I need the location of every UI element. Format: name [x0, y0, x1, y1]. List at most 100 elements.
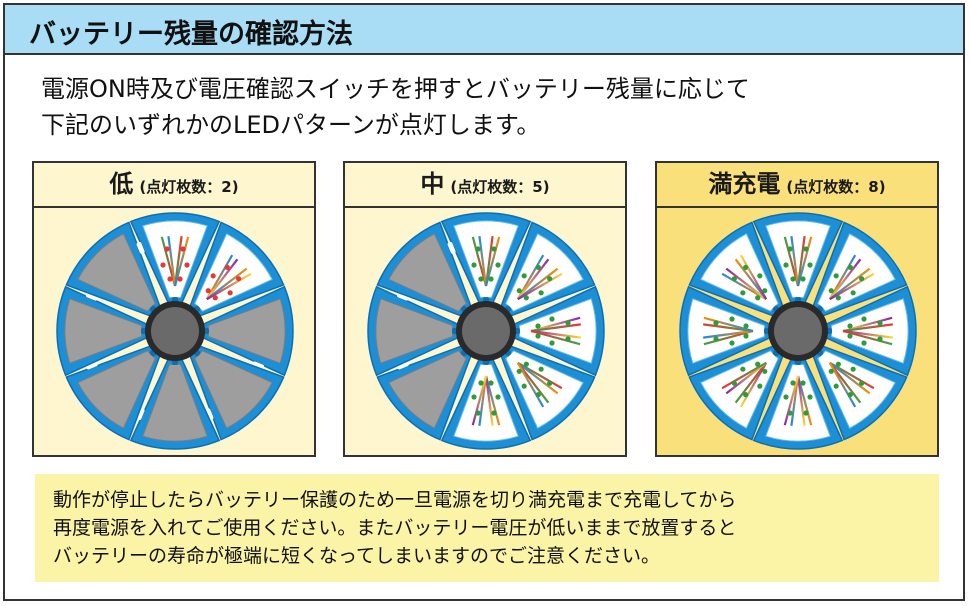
led-wheel-diagram [367, 212, 605, 450]
led-dot [521, 383, 527, 389]
led-light-ray [484, 375, 501, 426]
led-dot [535, 333, 541, 339]
led-dot [478, 276, 484, 282]
led-dot [828, 368, 834, 374]
led-dot [800, 380, 806, 386]
led-dot [800, 276, 806, 282]
panel-full: 満充電 (点灯枚数：8) [655, 161, 939, 457]
led-dot [807, 262, 813, 268]
led-dot [850, 366, 856, 372]
led-dot [164, 246, 170, 252]
led-dot [184, 262, 190, 268]
led-dot [790, 380, 796, 386]
led-dot [236, 276, 242, 282]
panel-medium: 中(点灯枚数：5) [343, 161, 627, 457]
led-dot [835, 361, 841, 367]
led-dot [180, 246, 186, 252]
lit-count-label: (点灯枚数：5) [450, 178, 550, 196]
led-dot [160, 262, 166, 268]
gap-highlight [85, 361, 98, 370]
blade-group [376, 221, 473, 318]
unlit-blade [64, 298, 142, 364]
led-dot [803, 410, 809, 416]
led-dot [535, 264, 541, 270]
led-light-ray [484, 375, 494, 426]
level-label: 低 [109, 170, 134, 198]
led-light-ray [703, 329, 754, 339]
led-dot [743, 333, 749, 339]
blade-group [510, 285, 605, 377]
unlit-blade [194, 350, 273, 429]
led-dot [495, 262, 501, 268]
led-dot [495, 394, 501, 400]
led-light-ray [796, 236, 813, 287]
intro-line-2: 下記のいずれかのLEDパターンが点灯します。 [41, 111, 541, 139]
title-bar: バッテリー残量の確認方法 [5, 5, 963, 55]
led-light-ray [471, 375, 488, 426]
unlit-blade [388, 233, 467, 312]
led-light-ray [517, 361, 563, 390]
led-light-ray [703, 316, 754, 333]
led-dot [565, 320, 571, 326]
blade-group [679, 285, 774, 377]
page-title: バッテリー残量の確認方法 [29, 19, 353, 50]
blade-group [440, 212, 532, 307]
led-dot [762, 368, 768, 374]
led-dot [861, 340, 867, 346]
led-dot [205, 288, 211, 294]
led-light-ray [516, 254, 545, 300]
led-dot [847, 264, 853, 270]
led-dot [535, 392, 541, 398]
led-dot [491, 246, 497, 252]
led-light-ray [167, 236, 177, 287]
led-light-ray [516, 258, 550, 300]
led-light-ray [160, 236, 177, 287]
led-dot [549, 316, 555, 322]
led-dot [877, 320, 883, 326]
hub-center [774, 307, 822, 355]
led-light-ray [828, 362, 857, 408]
caution-line-2: 再度電源を入れてご使用ください。またバッテリー電圧が低いままで放置すると [53, 517, 737, 539]
led-dot [755, 361, 761, 367]
intro-text: 電源ON時及び電圧確認スイッチを押すとバッテリー残量に応じて 下記のいずれかのL… [41, 71, 941, 143]
led-light-ray [829, 272, 875, 301]
blade-group [499, 221, 596, 318]
led-dot [471, 394, 477, 400]
led-dot [757, 383, 763, 389]
led-dot [523, 295, 529, 301]
led-dot [861, 316, 867, 322]
led-dot [783, 262, 789, 268]
led-light-ray [471, 236, 488, 287]
unlit-blade [208, 298, 286, 364]
led-wheel-diagram [679, 212, 917, 450]
lit-count-label: (点灯枚数：2) [139, 178, 239, 196]
led-light-ray [530, 316, 581, 333]
led-dot [847, 323, 853, 329]
hub-center [151, 307, 199, 355]
blade-group [376, 344, 473, 441]
led-light-ray [530, 329, 581, 346]
led-dot [803, 246, 809, 252]
level-label: 満充電 [708, 170, 781, 198]
gap-highlight [252, 361, 265, 370]
caution-line-1: 動作が停止したらバッテリー保護のため一旦電源を切り満充電まで充電してから [53, 489, 737, 511]
led-dot [488, 380, 494, 386]
lit-count-label: (点灯枚数：8) [786, 178, 886, 196]
blade-group [188, 221, 285, 318]
blade-group [688, 221, 785, 318]
led-dot [475, 246, 481, 252]
blade-group [811, 344, 908, 441]
led-dot [538, 290, 544, 296]
led-dot [847, 392, 853, 398]
blade-group [688, 344, 785, 441]
led-light-ray [721, 361, 767, 390]
led-light-ray [796, 375, 813, 426]
led-dot [833, 383, 839, 389]
gap-highlight [205, 408, 214, 421]
led-dot [729, 316, 735, 322]
led-dot [757, 273, 763, 279]
panel-header: 低 (点灯枚数：2) [34, 163, 314, 208]
led-dot [471, 262, 477, 268]
blade-group [752, 212, 844, 307]
led-dot [787, 246, 793, 252]
